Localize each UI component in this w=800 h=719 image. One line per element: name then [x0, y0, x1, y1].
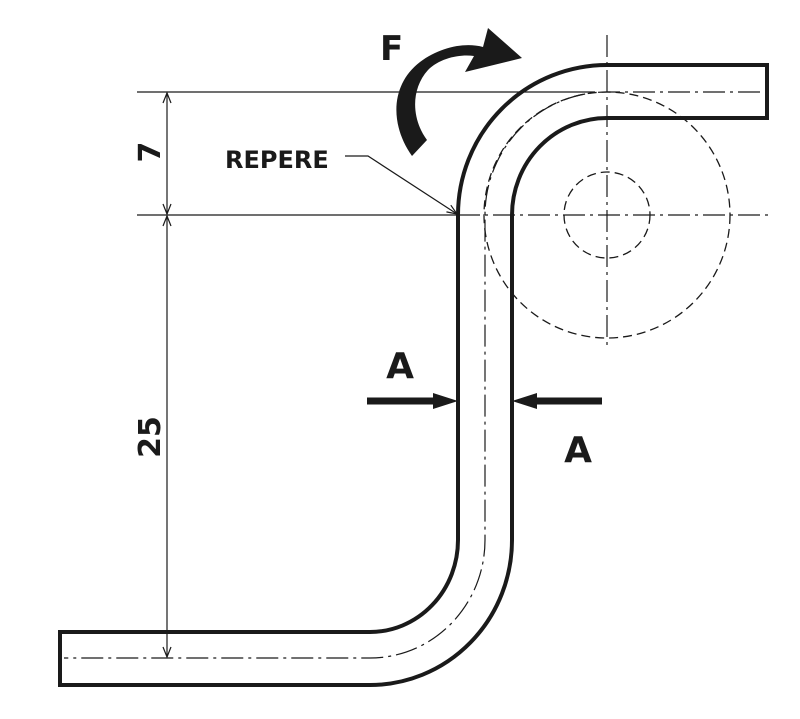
reference-label: REPERE: [225, 146, 329, 174]
part-centerline: [64, 91, 760, 659]
reference-leader: [345, 155, 459, 215]
part-outline: [58, 63, 769, 687]
section-arrowhead-right: [512, 393, 537, 409]
dimension-25: 25: [133, 416, 168, 458]
dimension-7: 7: [133, 142, 168, 163]
section-label-left: A: [386, 346, 414, 387]
section-label-right: A: [564, 430, 592, 471]
force-label: F: [380, 29, 403, 69]
section-arrowhead-left: [433, 393, 458, 409]
force-arrow-icon: [396, 28, 522, 156]
